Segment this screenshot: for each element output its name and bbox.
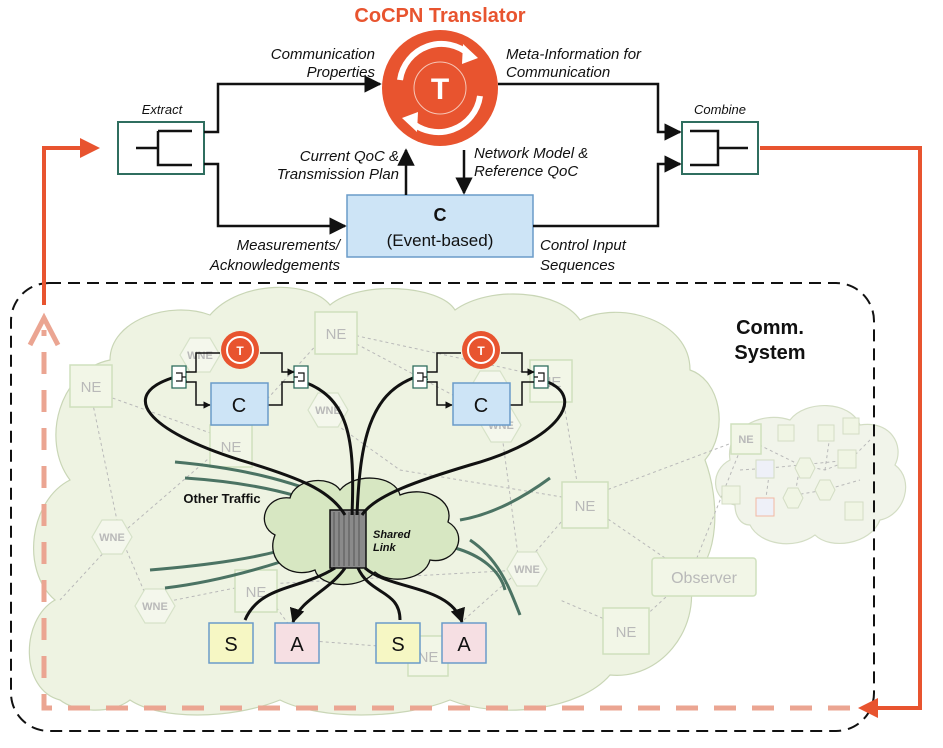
sensor-box-2 [375, 622, 421, 664]
actuator-box-1 [274, 622, 320, 664]
svg-text:A: A [290, 634, 304, 656]
subnet-nodes [721, 417, 871, 521]
current-qoc-label-line2: Transmission Plan [277, 166, 399, 183]
actuator-box-2 [441, 622, 487, 664]
current-qoc-label-line1: Current QoC & [300, 148, 399, 165]
plants: S A S A [208, 622, 487, 664]
control-input-label-line1: Control Input [540, 237, 627, 254]
measurements-label-line2: Acknowledgements [209, 257, 341, 274]
wireless-network-element [134, 588, 176, 624]
measurements-label-line1: Measurements/ [237, 237, 342, 254]
svg-text:NE: NE [221, 439, 242, 456]
svg-text:Observer: Observer [671, 570, 737, 587]
controller-small-2 [452, 382, 511, 426]
network-element [730, 423, 762, 455]
network-element [602, 607, 650, 655]
svg-text:A: A [457, 634, 471, 656]
controller-small-1 [210, 382, 269, 426]
meta-info-label-line1: Meta-Information for [506, 46, 642, 63]
translator-title: CoCPN Translator [354, 5, 525, 27]
control-input-label-line2: Sequences [540, 257, 616, 274]
combine-block: Combine [681, 102, 759, 175]
svg-text:WNE: WNE [99, 532, 125, 544]
svg-text:NE: NE [326, 326, 347, 343]
svg-text:WNE: WNE [142, 601, 168, 613]
comm-properties-label-line1: Communication [271, 46, 375, 63]
feedback-loop [27, 138, 922, 718]
other-traffic-label: Other Traffic [183, 491, 260, 506]
network-model-label-line1: Network Model & [474, 145, 588, 162]
svg-text:T: T [431, 73, 449, 106]
comm-properties-label-line2: Properties [307, 64, 376, 81]
extract-block: Extract [117, 102, 205, 175]
network-element [314, 311, 358, 355]
comm-system-border [10, 282, 875, 732]
control-loop-2: T C [412, 331, 549, 426]
wireless-elements: WNE WNE WNE WNE WNE WNE [91, 337, 548, 624]
sensor-box-1 [208, 622, 254, 664]
network-element [69, 364, 113, 408]
svg-text:NE: NE [81, 379, 102, 396]
controller-block: C (Event-based) [346, 194, 534, 258]
svg-text:NE: NE [246, 584, 267, 601]
flow-lines [204, 75, 682, 235]
observer-node [651, 557, 757, 597]
translator-icon: T [382, 30, 498, 146]
svg-text:T: T [236, 344, 244, 358]
control-loop-1: T C [171, 331, 309, 426]
wireless-network-element [307, 392, 349, 428]
svg-text:T: T [477, 344, 485, 358]
shared-link-box [329, 509, 367, 569]
svg-text:S: S [391, 634, 404, 656]
shared-link-label-line1: Shared [373, 529, 411, 541]
svg-text:NE: NE [738, 434, 753, 446]
shared-link-label-line2: Link [373, 542, 396, 554]
svg-text:(Event-based): (Event-based) [387, 231, 494, 250]
svg-text:WNE: WNE [315, 405, 341, 417]
svg-text:C: C [434, 205, 447, 225]
svg-text:NE: NE [616, 624, 637, 641]
comm-system-label-line2: System [734, 342, 805, 364]
svg-text:NE: NE [575, 498, 596, 515]
loop-network-links [143, 366, 567, 624]
wireless-network-element [91, 519, 133, 555]
svg-text:WNE: WNE [187, 350, 213, 362]
other-traffic-lines [149, 460, 551, 616]
svg-text:NE: NE [418, 649, 439, 666]
svg-text:S: S [224, 634, 237, 656]
network-model-label-line2: Reference QoC [474, 163, 578, 180]
wireless-network-element [506, 551, 548, 587]
network-element [561, 481, 609, 529]
svg-text:Extract: Extract [142, 102, 184, 117]
svg-text:C: C [232, 395, 246, 417]
meta-info-label-line2: Communication [506, 64, 610, 81]
svg-text:Combine: Combine [694, 102, 746, 117]
svg-text:C: C [474, 395, 488, 417]
comm-system-label-line1: Comm. [736, 317, 804, 339]
svg-text:WNE: WNE [514, 564, 540, 576]
